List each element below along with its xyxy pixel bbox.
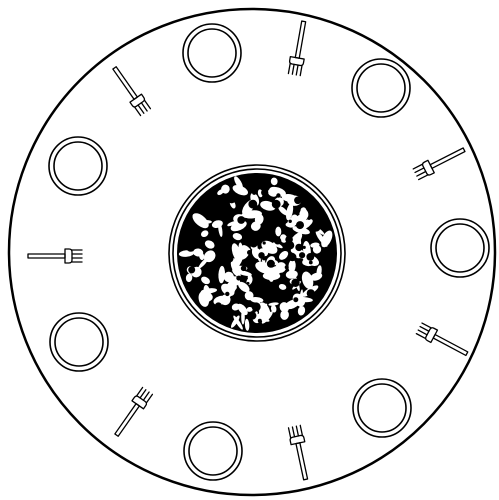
plate-icon — [49, 137, 107, 195]
food-shadow — [289, 220, 292, 223]
food-shadow — [274, 237, 281, 244]
food-shadow — [191, 230, 197, 236]
food-shadow — [249, 239, 257, 247]
food-shadow — [309, 261, 313, 265]
food-shadow — [303, 246, 306, 249]
plate-icon — [50, 313, 108, 371]
food-shadow — [210, 204, 217, 211]
food-shadow — [252, 302, 261, 311]
food-shadow — [315, 218, 319, 222]
food-shadow — [241, 266, 247, 272]
food-shadow — [272, 200, 281, 209]
food-shadow — [307, 289, 315, 297]
plate-icon — [183, 24, 241, 82]
centerpiece-dish — [169, 165, 345, 341]
food-shadow — [307, 217, 310, 220]
food-shadow — [310, 268, 314, 272]
food-shadow — [225, 292, 229, 296]
food-shadow — [247, 282, 250, 285]
food-shadow — [288, 253, 296, 261]
food-shadow — [222, 259, 226, 263]
plate-icon — [353, 379, 411, 437]
food-shadow — [285, 236, 293, 244]
food-shadow — [263, 241, 266, 244]
food-shadow — [248, 200, 257, 209]
plate-icon — [431, 219, 489, 277]
food-shadow — [294, 197, 302, 205]
plate-icon — [352, 59, 410, 117]
food-shadow — [296, 221, 304, 229]
food-shadow — [276, 193, 280, 197]
food-shadow — [237, 216, 245, 224]
food-shadow — [258, 319, 262, 323]
food-shadow — [186, 247, 189, 250]
food-shadow — [236, 276, 241, 281]
food-shadow — [227, 209, 231, 213]
food-shadow — [291, 279, 299, 287]
plate-icon — [184, 422, 242, 480]
food-shadow — [249, 312, 256, 319]
food-shadow — [193, 280, 199, 286]
food-shadow — [227, 195, 235, 203]
food-shadow — [293, 297, 298, 302]
food-shadow — [285, 265, 289, 269]
food-shadow — [299, 252, 305, 258]
food-shadow — [254, 277, 260, 283]
food-shadow — [261, 189, 268, 196]
food-shadow — [186, 243, 195, 252]
food-shadow — [295, 244, 302, 251]
food-shadow — [286, 292, 292, 298]
food-shadow — [188, 266, 195, 273]
food-shadow — [252, 191, 256, 195]
food-shadow — [247, 250, 252, 255]
food-shadow — [213, 198, 217, 202]
food-shadow — [306, 253, 314, 261]
food-shadow — [312, 223, 320, 231]
food-shadow — [262, 256, 266, 260]
food-shadow — [191, 259, 197, 265]
food-shadow — [267, 260, 275, 268]
food-shadow — [227, 256, 234, 263]
food-shadow — [215, 302, 222, 309]
food-shadow — [272, 210, 280, 218]
